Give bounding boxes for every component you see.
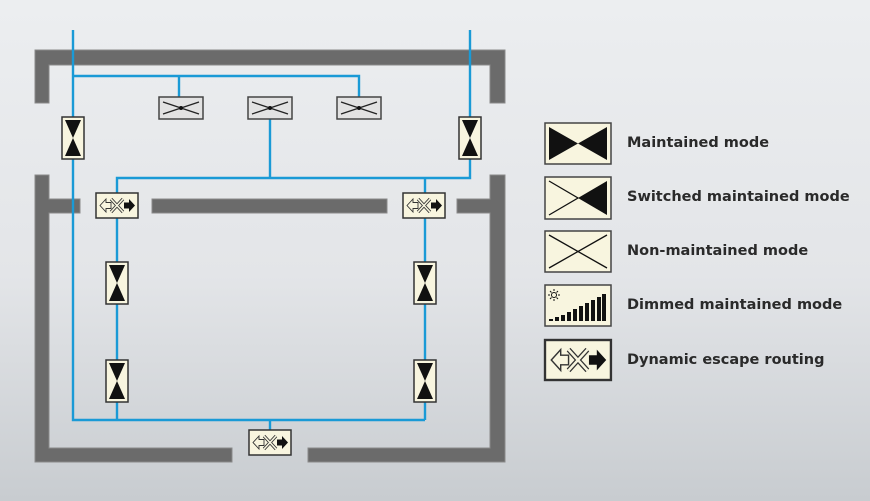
- maintained-luminaire: [61, 116, 85, 160]
- legend-label-dynamic-escape: Dynamic escape routing: [627, 352, 825, 368]
- non-maintained-luminaire: [336, 96, 382, 120]
- partition-wall: [151, 198, 388, 214]
- legend-label-maintained: Maintained mode: [627, 135, 770, 151]
- switched-maintained-mode-icon: [544, 176, 612, 220]
- non-maintained-luminaire: [158, 96, 204, 120]
- top-wall: [34, 49, 506, 104]
- dynamic-escape-routing-icon: [545, 340, 611, 380]
- dynamic-escape-sign: [401, 191, 447, 220]
- non-maintained-mode-icon: [544, 230, 612, 273]
- dimmed-maintained-mode-icon: [544, 284, 612, 327]
- non-maintained-luminaire: [247, 96, 293, 120]
- dynamic-escape-sign: [94, 191, 140, 220]
- maintained-mode-icon: [544, 122, 612, 165]
- right-wall: [307, 174, 506, 463]
- legend-label-switched-maintained: Switched maintained mode: [627, 189, 850, 205]
- maintained-luminaire: [105, 261, 129, 305]
- left-wall: [34, 174, 233, 463]
- legend-label-dimmed-maintained: Dimmed maintained mode: [627, 297, 843, 313]
- wiring: [71, 30, 472, 430]
- maintained-luminaire: [105, 359, 129, 403]
- legend-label-non-maintained: Non-maintained mode: [627, 243, 809, 259]
- dynamic-escape-sign: [247, 428, 293, 457]
- maintained-luminaire: [413, 261, 437, 305]
- walls: [34, 49, 506, 463]
- maintained-luminaire: [458, 116, 482, 160]
- maintained-luminaire: [413, 359, 437, 403]
